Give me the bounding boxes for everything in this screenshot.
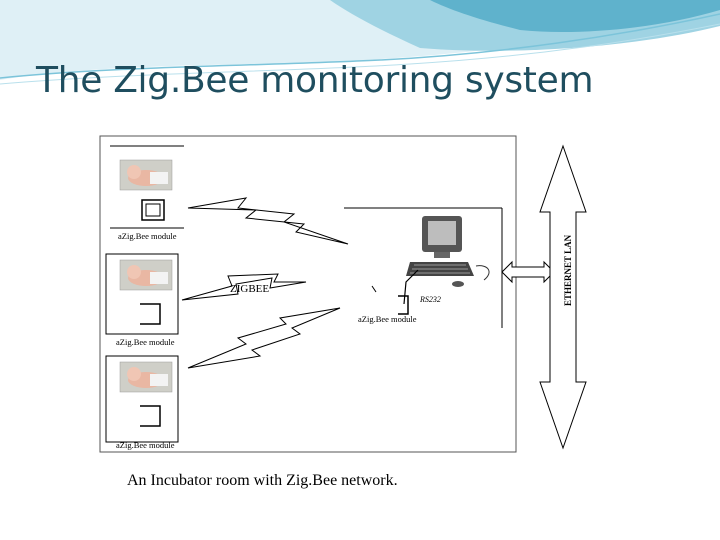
- ethernet-lan-arrow: [539, 144, 587, 450]
- baby-icon: [119, 361, 173, 393]
- baby-icon: [119, 259, 173, 291]
- incubator-unit: aZig.Bee module: [110, 145, 184, 241]
- rs232-label: RS232: [419, 295, 441, 304]
- incubator-room-frame: [99, 135, 517, 453]
- coordinator-module-icon: [398, 295, 409, 315]
- zigbee-module-icon: [141, 199, 165, 221]
- zigbee-network-label: ZIGBEE: [230, 283, 269, 295]
- incubator-module-label: aZig.Bee module: [118, 231, 177, 241]
- header-banner: [0, 0, 720, 85]
- computer-icon: [406, 216, 490, 287]
- figure-caption: An Incubator room with Zig.Bee network.: [127, 472, 398, 489]
- incubator-unit: aZig.Bee module: [105, 253, 179, 347]
- incubator-module-label: aZig.Bee module: [116, 337, 175, 347]
- ethernet-lan-label: ETHERNET LAN: [563, 234, 573, 306]
- zigbee-network-diagram: aZig.Bee module aZig.Bee module aZig.Bee…: [99, 135, 587, 453]
- slide-title: The Zig.Bee monitoring system: [36, 60, 594, 101]
- wireless-link-top: [187, 197, 349, 245]
- wireless-link-middle: [181, 273, 307, 301]
- zigbee-module-icon: [140, 405, 161, 427]
- lan-connection-arrow: [501, 260, 555, 284]
- baby-icon: [119, 159, 173, 191]
- incubator-unit: aZig.Bee module: [105, 355, 179, 450]
- coordinator-module-label: aZig.Bee module: [358, 314, 417, 324]
- incubator-module-label: aZig.Bee module: [116, 440, 175, 450]
- wireless-link-bottom: [187, 307, 341, 369]
- zigbee-module-icon: [140, 303, 161, 325]
